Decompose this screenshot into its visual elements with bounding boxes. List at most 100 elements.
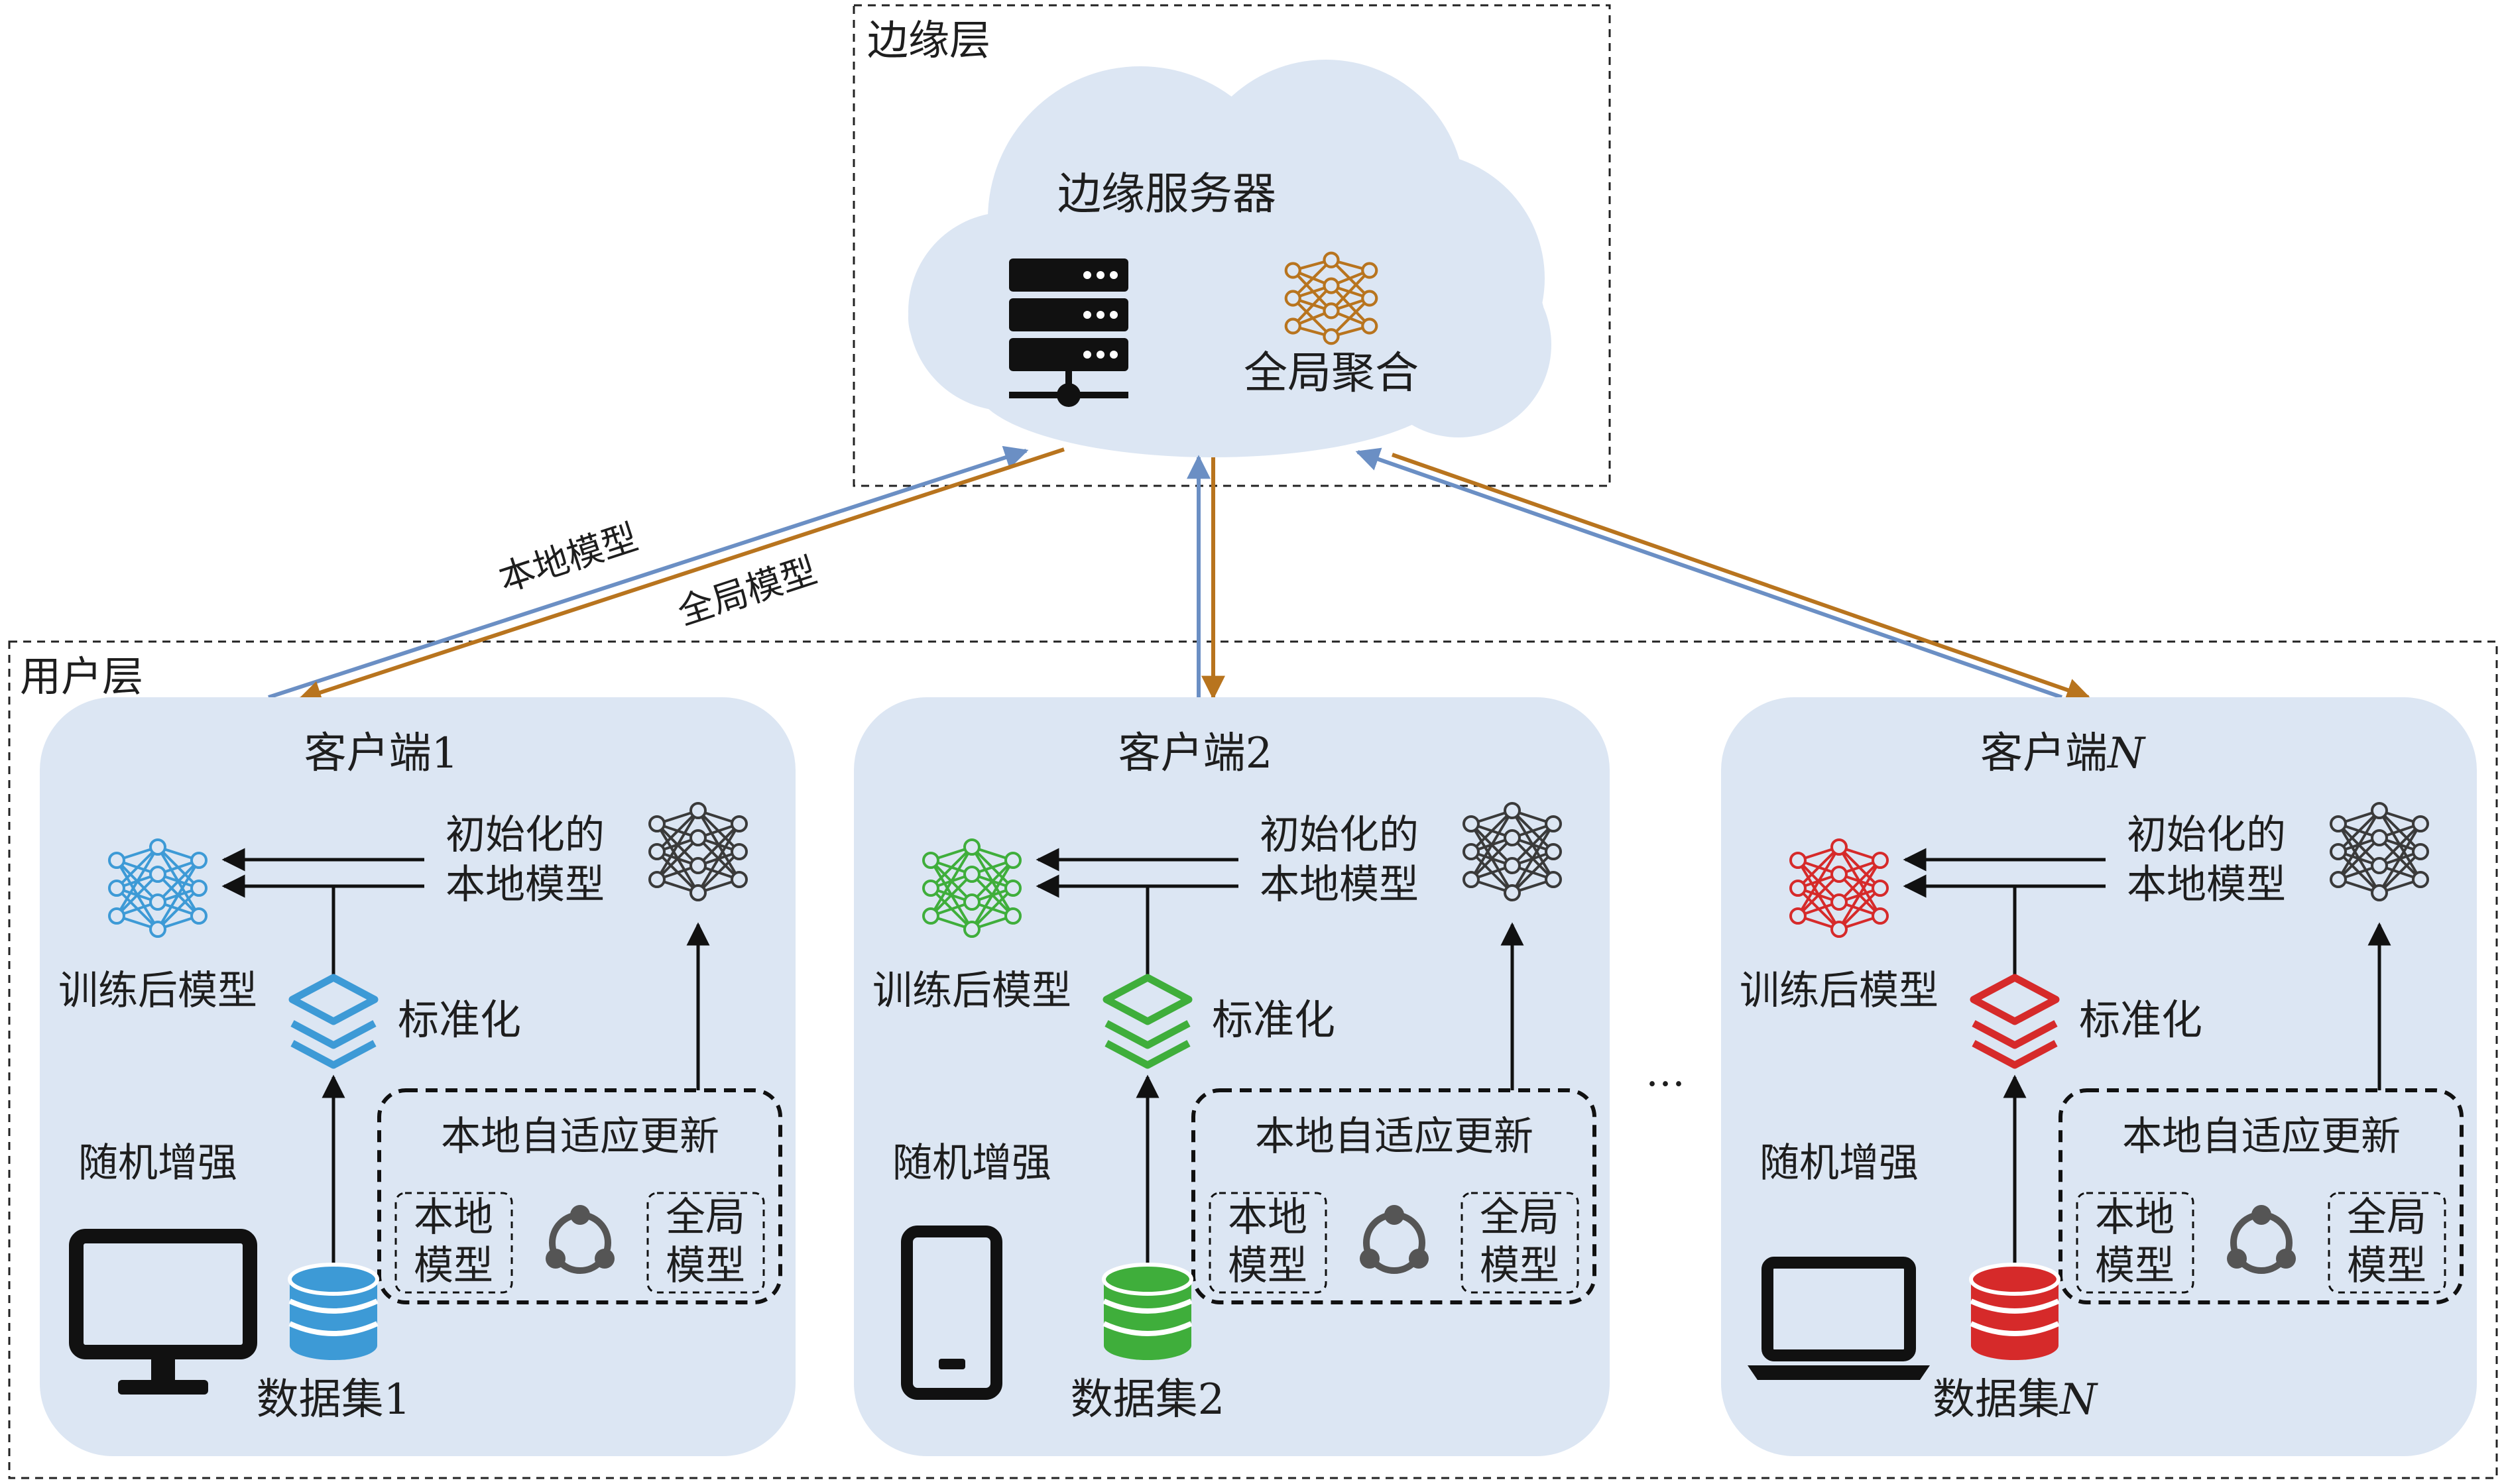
client-panel-1: 客户端1训练后模型初始化的本地模型标准化随机增强本地自适应更新本地模型全局模型数… <box>40 697 796 1456</box>
trained-model-label: 训练后模型 <box>872 968 1071 1014</box>
global-model-line2: 模型 <box>2347 1243 2426 1289</box>
global-model-line2: 模型 <box>1480 1243 1559 1289</box>
client-panel-bg <box>854 697 1610 1456</box>
normalize-layers-icon <box>288 974 379 1069</box>
user-layer: 用户层 <box>8 640 2498 1479</box>
clients: 客户端1训练后模型初始化的本地模型标准化随机增强本地自适应更新本地模型全局模型数… <box>40 697 2477 1456</box>
download-link-label: 全局模型 <box>673 549 822 634</box>
global-model-line1: 全局 <box>666 1194 745 1241</box>
init-model-icon <box>1462 802 1562 901</box>
cloud-shape <box>908 60 1551 457</box>
trained-model-label: 训练后模型 <box>1740 968 1939 1014</box>
global-model-line2: 模型 <box>666 1243 745 1289</box>
normalize-layers-icon <box>1103 974 1193 1069</box>
augment-label: 随机增强 <box>892 1140 1051 1186</box>
user-layer-title: 用户层 <box>20 652 143 701</box>
dataset-label-prefix: 数据集 <box>1071 1375 1198 1424</box>
local-model-line1: 本地 <box>414 1194 493 1241</box>
normalize-label: 标准化 <box>1212 996 1335 1044</box>
init-model-label-line1: 初始化的 <box>446 812 605 858</box>
dataset-label-prefix: 数据集 <box>257 1375 384 1424</box>
client-title-index: 2 <box>1246 729 1273 778</box>
monitor-icon <box>69 1229 257 1395</box>
phone-icon <box>901 1226 1002 1400</box>
dataset-label-index: N <box>2058 1375 2098 1424</box>
client-title: 客户端N <box>1980 729 2146 778</box>
init-model-label-line2: 本地模型 <box>1260 862 1419 908</box>
client-panel-bg <box>40 697 796 1456</box>
local-model-box <box>394 1192 513 1294</box>
client-title: 客户端1 <box>304 729 459 778</box>
local-model-box <box>2076 1192 2194 1294</box>
dataset-label-prefix: 数据集 <box>1933 1375 2060 1424</box>
local-model-line2: 模型 <box>1228 1243 1307 1289</box>
local-model-box <box>1209 1192 1327 1294</box>
upload-link-label: 本地模型 <box>494 516 643 600</box>
trained-model-icon <box>1789 838 1889 938</box>
global-model-box <box>1461 1192 1579 1294</box>
dataset-label: 数据集1 <box>257 1375 411 1424</box>
client-title-prefix: 客户端 <box>1980 729 2108 778</box>
upload-arrow-1 <box>268 445 1029 699</box>
adaptive-update-title: 本地自适应更新 <box>1255 1113 1533 1160</box>
client-title-index: N <box>2106 729 2146 778</box>
download-arrow-1 <box>297 447 1065 705</box>
local-model-line1: 本地 <box>2095 1194 2175 1241</box>
client-panel-2: 客户端2训练后模型初始化的本地模型标准化随机增强本地自适应更新本地模型全局模型数… <box>854 697 1610 1456</box>
communication-links: 本地模型 全局模型 <box>268 445 2091 705</box>
global-model-box <box>646 1192 765 1294</box>
augment-label: 随机增强 <box>78 1140 237 1186</box>
dataset-database-icon <box>288 1263 379 1360</box>
edge-layer-title: 边缘层 <box>867 16 990 64</box>
init-model-icon <box>2330 802 2429 901</box>
global-aggregation-label: 全局聚合 <box>1244 347 1419 398</box>
init-model-label-line1: 初始化的 <box>1260 812 1419 858</box>
local-model-line1: 本地 <box>1228 1194 1307 1241</box>
client-panel-bg <box>1721 697 2477 1456</box>
edge-server-label: 边缘服务器 <box>1057 168 1276 219</box>
adaptive-update-title: 本地自适应更新 <box>441 1113 719 1160</box>
init-model-icon <box>648 802 748 901</box>
client-title-index: 1 <box>432 729 459 778</box>
normalize-layers-icon <box>1970 974 2060 1069</box>
normalize-label: 标准化 <box>2079 996 2202 1044</box>
dataset-label: 数据集2 <box>1071 1375 1225 1424</box>
trained-model-icon <box>922 838 1022 938</box>
client-panel-n: 客户端N训练后模型初始化的本地模型标准化随机增强本地自适应更新本地模型全局模型数… <box>1721 697 2477 1456</box>
dataset-label-index: 1 <box>384 1375 411 1424</box>
global-aggregation-icon <box>1284 251 1378 345</box>
client-title: 客户端2 <box>1118 729 1273 778</box>
dataset-label: 数据集N <box>1933 1375 2098 1424</box>
edge-layer: 边缘层 边缘服务器 <box>853 4 1611 487</box>
dataset-label-index: 2 <box>1198 1375 1225 1424</box>
sync-cycle-icon <box>2227 1205 2296 1274</box>
global-model-box <box>2328 1192 2446 1294</box>
init-model-label-line2: 本地模型 <box>2127 862 2286 908</box>
client-title-prefix: 客户端 <box>1118 729 1246 778</box>
init-model-label-line2: 本地模型 <box>446 862 605 908</box>
download-arrow-n <box>1392 453 2091 702</box>
trained-model-icon <box>108 838 208 938</box>
dataset-database-icon <box>1969 1263 2060 1360</box>
local-model-line2: 模型 <box>2095 1243 2175 1289</box>
normalize-label: 标准化 <box>398 996 521 1044</box>
augment-label: 随机增强 <box>1760 1140 1919 1186</box>
client-title-prefix: 客户端 <box>304 729 432 778</box>
server-icon <box>1009 258 1128 407</box>
laptop-icon <box>1748 1257 1930 1380</box>
sync-cycle-icon <box>1360 1205 1429 1274</box>
upload-arrow-n <box>1355 447 2062 699</box>
sync-cycle-icon <box>546 1205 615 1274</box>
trained-model-label: 训练后模型 <box>58 968 257 1014</box>
ellipsis: … <box>1645 1049 1685 1096</box>
adaptive-update-title: 本地自适应更新 <box>2122 1113 2401 1160</box>
dataset-database-icon <box>1102 1263 1193 1360</box>
init-model-label-line1: 初始化的 <box>2127 812 2286 858</box>
global-model-line1: 全局 <box>2347 1194 2426 1241</box>
local-model-line2: 模型 <box>414 1243 493 1289</box>
global-model-line1: 全局 <box>1480 1194 1559 1241</box>
